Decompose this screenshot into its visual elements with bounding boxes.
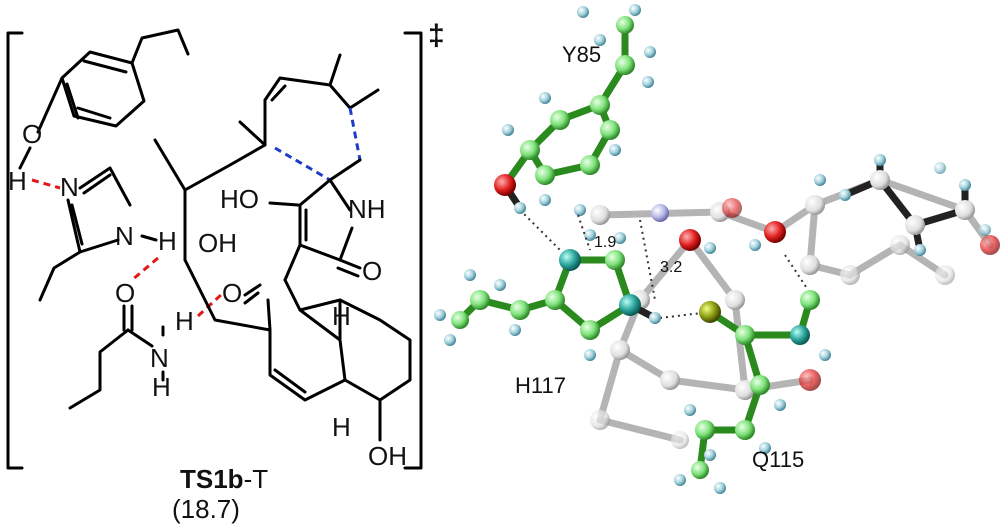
contact-lines [519, 209, 809, 319]
phenol-fragment: O H [8, 28, 190, 196]
dagger-symbol: ‡ [428, 19, 445, 52]
atom-h-amide: H [175, 306, 194, 336]
distance-label-1: 1.9 [594, 234, 616, 251]
atom-n-amide: N [150, 343, 169, 373]
atom-ho-ring: HO [220, 184, 259, 214]
ts-energy: (18.7) [172, 494, 240, 524]
atom-nh-ring: NH [348, 194, 386, 224]
atom-oh-bottom: OH [368, 441, 407, 471]
left-bracket [6, 31, 24, 470]
atom-h-phenol: H [8, 166, 27, 196]
atom-h-bottom: H [332, 412, 351, 442]
atom-h-amide-n: H [152, 372, 171, 402]
substrate-bonds [596, 156, 994, 444]
label-y85: Y85 [562, 42, 601, 67]
ts-name: TS1b-T [180, 464, 268, 494]
residue-y85: Y85 [494, 4, 656, 214]
atom-h-imid: H [158, 226, 177, 256]
atom-o-phenol: O [22, 119, 42, 149]
atom-h-top: H [332, 301, 351, 331]
scheme-2d: ‡ O H N N H O N [6, 19, 445, 524]
amide-fragment: O N H H [68, 278, 224, 410]
atom-o-ketone: O [222, 278, 242, 308]
atom-o-amide: O [115, 278, 135, 308]
atom-o-lactam: O [362, 256, 382, 286]
substrate-atoms [574, 154, 1000, 449]
imidazole-fragment: N N H [31, 166, 177, 302]
label-q115: Q115 [752, 447, 804, 472]
right-bracket [403, 31, 423, 470]
atom-n-imid-top: N [60, 172, 79, 202]
model-3d: Y85 [434, 4, 1000, 494]
atom-oh-left: OH [198, 228, 237, 258]
residue-h117: H117 [434, 232, 661, 398]
distance-label-2: 3.2 [660, 259, 682, 276]
label-h117: H117 [515, 373, 566, 398]
atom-n-imid-bottom: N [115, 221, 134, 251]
residue-q115: Q115 [674, 290, 831, 494]
substrate-fragment: NH HO O OH O H H OH [153, 53, 412, 471]
